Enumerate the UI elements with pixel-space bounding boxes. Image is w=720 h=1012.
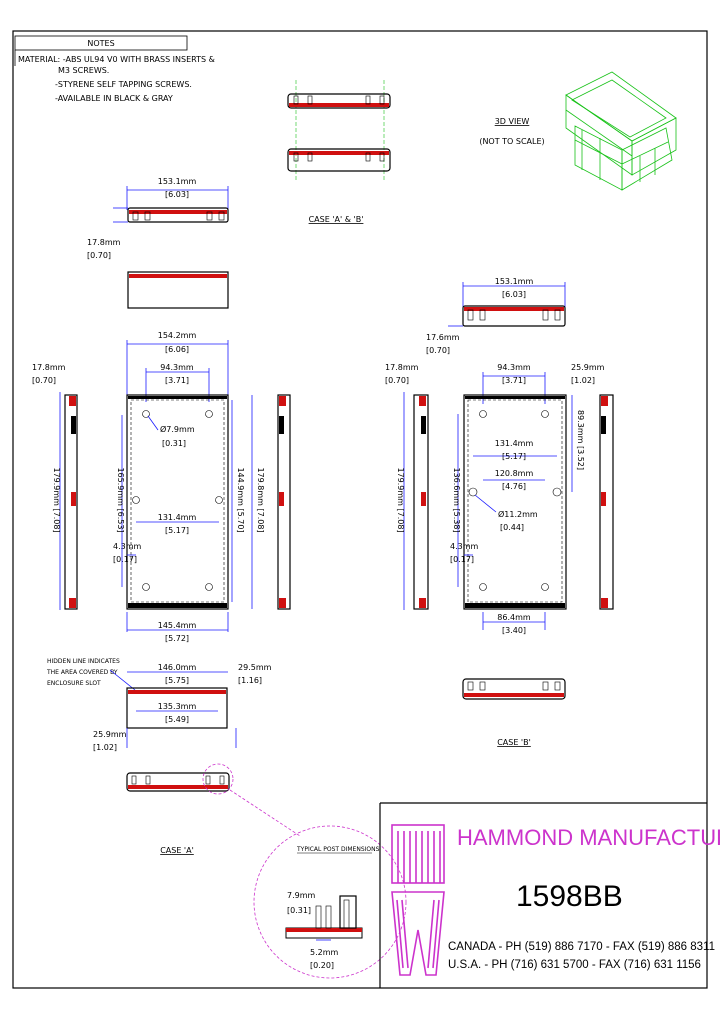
dim-w154: 154.2mm [158,331,197,340]
dim-w943: 94.3mm [160,363,194,372]
notes-title: NOTES [87,39,114,48]
dim-w943-in: [3.71] [165,376,189,385]
left-plan-view: 154.2mm [6.06] 94.3mm [3.71] Ø7.9mm [0.3… [113,331,265,643]
right-bottom-endview [462,678,566,700]
dim-p52: 5.2mm [310,948,339,957]
dim-w295-in: [1.16] [238,676,262,685]
dim-v1798: 179.8mm [7.08] [256,467,265,532]
dim-w153: 153.1mm [158,177,197,186]
dim-w43-right-in: [0.17] [450,555,474,564]
right-plan-view: 94.3mm [3.71] 25.9mm [1.02] 131.4mm [5.1… [450,363,605,635]
dim-w943-right: 94.3mm [497,363,531,372]
caption-case-b: CASE 'B' [497,738,531,747]
dim-v1449: 144.9mm [5.70] [236,467,245,532]
company-name: HAMMOND MANUFACTURING [457,825,720,850]
dim-h178: 17.8mm [87,238,121,247]
dim-p52-in: [0.20] [310,961,334,970]
dim-v1659: 165.9mm [6.53] [116,467,125,532]
caption-case-a: CASE 'A' [160,846,194,855]
dim-w1314-right: 131.4mm [495,439,534,448]
dim-h178-left: 17.8mm [32,363,66,372]
dim-w259-right-in: [1.02] [571,376,595,385]
caption-case-ab: CASE 'A' & 'B' [309,215,364,224]
dim-w153-right-in: [6.03] [502,290,526,299]
dim-v1366: 136.6mm [5.38] [452,467,461,532]
dim-v1799: 179.9mm [7.08] [52,467,61,532]
typical-post-label: TYPICAL POST DIMENSIONS [296,846,380,853]
dim-w1454-in: [5.72] [165,634,189,643]
iso-3d-view [565,71,677,191]
dim-w1353: 135.3mm [158,702,197,711]
dim-w1454: 145.4mm [158,621,197,630]
dim-h178-right: 17.8mm [385,363,419,372]
dim-d112-in: [0.44] [500,523,524,532]
dim-w1208-in: [4.76] [502,482,526,491]
dim-w943-right-in: [3.71] [502,376,526,385]
dim-v1799b: 179.9mm [7.08] [396,467,405,532]
dim-w864-in: [3.40] [502,626,526,635]
dim-v893: 89.3mm [3.52] [576,410,585,470]
dim-w259-right: 25.9mm [571,363,605,372]
dim-d79: Ø7.9mm [160,424,195,434]
left-side-views: 179.9mm [7.08] 17.8mm [0.70] [32,363,291,610]
dim-w1460-in: [5.75] [165,676,189,685]
dim-h178-right-in: [0.70] [385,376,409,385]
dim-w43-right: 4.3mm [450,542,479,551]
dim-w1460: 146.0mm [158,663,197,672]
dim-w43-in: [0.17] [113,555,137,564]
part-number: 1598BB [516,880,623,913]
left-top-endview: 153.1mm [6.03] 17.8mm [0.70] [87,177,229,309]
dim-w1314-in: [5.17] [165,526,189,535]
hammond-logo [391,824,445,976]
dim-w1314: 131.4mm [158,513,197,522]
title-block: HAMMOND MANUFACTURING 1598BB CANADA - PH… [379,802,720,988]
notes-block: NOTES MATERIAL: -ABS UL94 V0 WITH BRASS … [14,35,215,103]
dim-w295: 29.5mm [238,663,272,672]
right-side-views: 17.8mm [0.70] 179.9mm [7.08] [385,363,614,610]
dim-d112: Ø11.2mm [498,509,538,519]
dim-w176: 17.6mm [426,333,460,342]
dim-w864: 86.4mm [497,613,531,622]
dim-h178-in: [0.70] [87,251,111,260]
hidden-note-3: ENCLOSURE SLOT [47,680,101,687]
left-bottom-views: HIDDEN LINE INDICATES THE AREA COVERED B… [46,658,301,837]
contact-usa: U.S.A. - PH (716) 631 5700 - FAX (716) 6… [448,959,701,971]
view3d-subtitle: (NOT TO SCALE) [479,137,544,146]
view3d-title: 3D VIEW [495,117,530,126]
notes-line-3: -STYRENE SELF TAPPING SCREWS. [55,80,192,89]
dim-h178-left-in: [0.70] [32,376,56,385]
dim-p79-in: [0.31] [287,906,311,915]
contact-canada: CANADA - PH (519) 886 7170 - FAX (519) 8… [448,941,715,953]
dim-w1353-in: [5.49] [165,715,189,724]
end-view-top [287,80,391,180]
notes-line-2: M3 SCREWS. [58,66,109,75]
notes-line-1: MATERIAL: -ABS UL94 V0 WITH BRASS INSERT… [18,55,215,64]
sheet-border [12,30,708,989]
post-detail: TYPICAL POST DIMENSIONS 7.9mm [0.31] 5.2… [253,825,407,979]
notes-line-4: -AVAILABLE IN BLACK & GRAY [55,94,173,103]
dim-w259-in: [1.02] [93,743,117,752]
dim-w43: 4.3mm [113,542,142,551]
right-top-endview: 153.1mm [6.03] 17.6mm [0.70] [426,277,566,355]
dim-d79-in: [0.31] [162,439,186,448]
dim-w1208: 120.8mm [495,469,534,478]
hidden-note-1: HIDDEN LINE INDICATES [47,658,120,665]
dim-p79: 7.9mm [287,891,316,900]
dim-w259: 25.9mm [93,730,127,739]
hidden-note-2: THE AREA COVERED BY [46,669,118,676]
dim-w153-right: 153.1mm [495,277,534,286]
dim-w154-in: [6.06] [165,345,189,354]
dim-w153-in: [6.03] [165,190,189,199]
dim-w1314-right-in: [5.17] [502,452,526,461]
dim-w176-in: [0.70] [426,346,450,355]
